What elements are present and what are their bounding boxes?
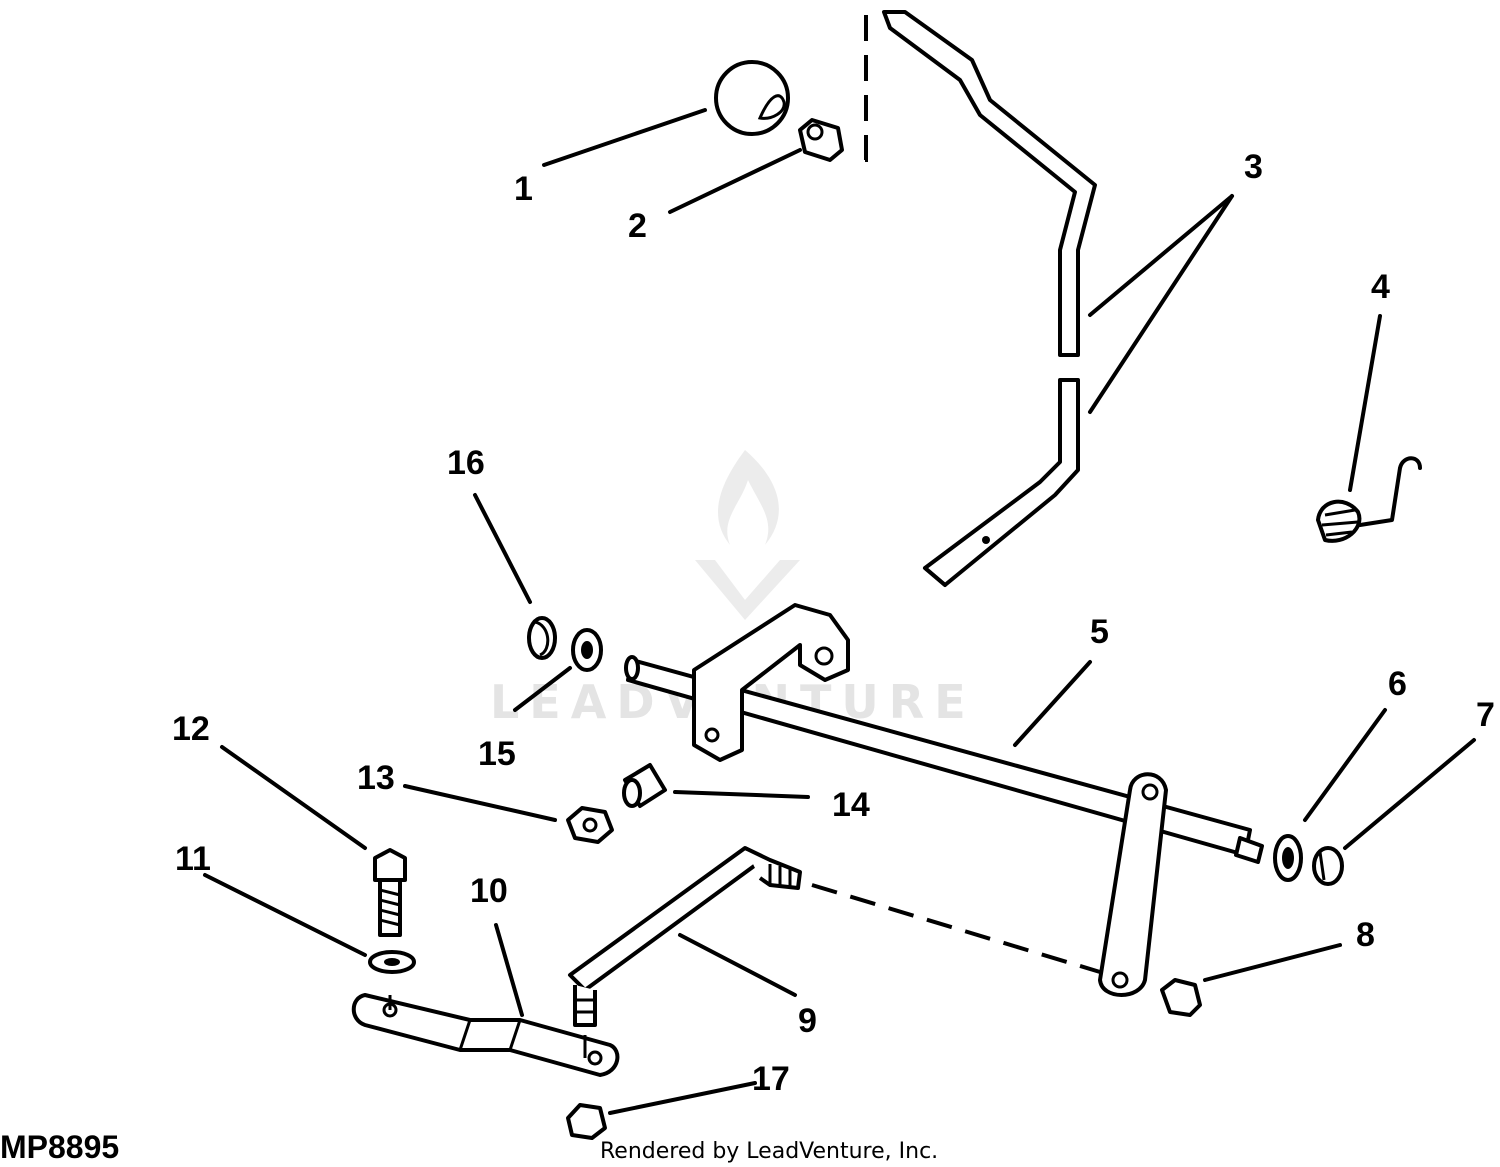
part-4-spring [1316, 456, 1422, 543]
callout-10: 10 [470, 872, 508, 910]
part-13-nut [566, 806, 614, 844]
part-1-knob [714, 60, 790, 136]
callout-14: 14 [832, 786, 870, 824]
part-3-lift-lever [882, 10, 1097, 587]
callout-2: 2 [628, 207, 647, 245]
callout-1: 1 [514, 170, 533, 208]
part-17-nut [566, 1103, 607, 1140]
callout-9: 9 [798, 1002, 817, 1040]
figure-code: MP8895 [0, 1129, 119, 1165]
callout-labels: 1 2 3 4 5 6 7 8 9 10 11 12 13 14 15 16 1… [172, 148, 1495, 1098]
part-2-adapter [798, 118, 844, 162]
part-7-clip [1312, 846, 1344, 886]
part-5-rockshaft [624, 603, 1264, 997]
callout-7: 7 [1476, 696, 1495, 734]
callout-3: 3 [1244, 148, 1263, 186]
part-12-bolt [373, 848, 407, 937]
assembly-line-2-3 [852, 15, 868, 162]
part-9-lift-link [568, 846, 802, 1027]
part-8-nut [1160, 978, 1202, 1017]
callout-5: 5 [1090, 613, 1109, 651]
part-16-clip [527, 616, 557, 660]
callout-11: 11 [175, 840, 211, 878]
part-15-washer [571, 628, 603, 672]
callout-4: 4 [1371, 268, 1390, 306]
part-10-strap [351, 993, 620, 1077]
callout-17: 17 [752, 1060, 790, 1098]
credit-line: Rendered by LeadVenture, Inc. [600, 1139, 938, 1164]
callout-12: 12 [172, 710, 210, 748]
part-14-bushing [622, 763, 667, 808]
callout-13: 13 [357, 759, 395, 797]
callout-8: 8 [1356, 916, 1375, 954]
assembly-line-9-5 [811, 883, 1101, 974]
part-6-washer [1273, 834, 1303, 882]
callout-16: 16 [447, 444, 485, 482]
leader-lines [203, 108, 1476, 1115]
callout-15: 15 [478, 735, 516, 773]
callout-6: 6 [1388, 665, 1407, 703]
part-11-washer [368, 950, 416, 974]
